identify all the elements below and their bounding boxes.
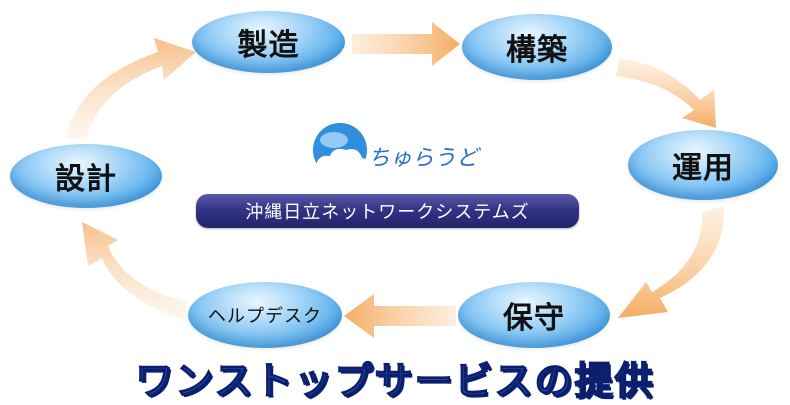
logo-wordmark: ちゅらうど (368, 146, 479, 171)
node-seizo-label: 製造 (237, 28, 300, 63)
node-kochiku: 構築 (462, 14, 612, 80)
arrow-seizo-to-kochiku (352, 22, 460, 66)
node-sekkei-label: 設計 (55, 162, 117, 197)
node-seizo: 製造 (192, 11, 345, 73)
arrow-sekkei-to-seizo (66, 38, 196, 140)
page-title: ワンストップサービスの提供 (135, 358, 655, 404)
arrow-hoshu-to-helpdesk (344, 294, 456, 338)
node-unyo: 運用 (628, 130, 778, 200)
node-hoshu-label: 保守 (503, 301, 565, 336)
node-hoshu: 保守 (458, 282, 610, 348)
arrow-kochiku-to-unyo (616, 58, 716, 128)
node-kochiku-label: 構築 (506, 33, 568, 68)
node-helpdesk-label: ヘルプデスク (208, 306, 322, 327)
node-helpdesk: ヘルプデスク (188, 282, 342, 348)
company-banner: 沖縄日立ネットワークシステムズ (196, 194, 579, 228)
arrow-unyo-to-hoshu (618, 206, 725, 318)
arrow-helpdesk-to-sekkei (82, 222, 186, 320)
node-unyo-label: 運用 (672, 151, 734, 186)
node-sekkei: 設計 (10, 144, 162, 208)
cloud-logo-icon (313, 123, 370, 180)
